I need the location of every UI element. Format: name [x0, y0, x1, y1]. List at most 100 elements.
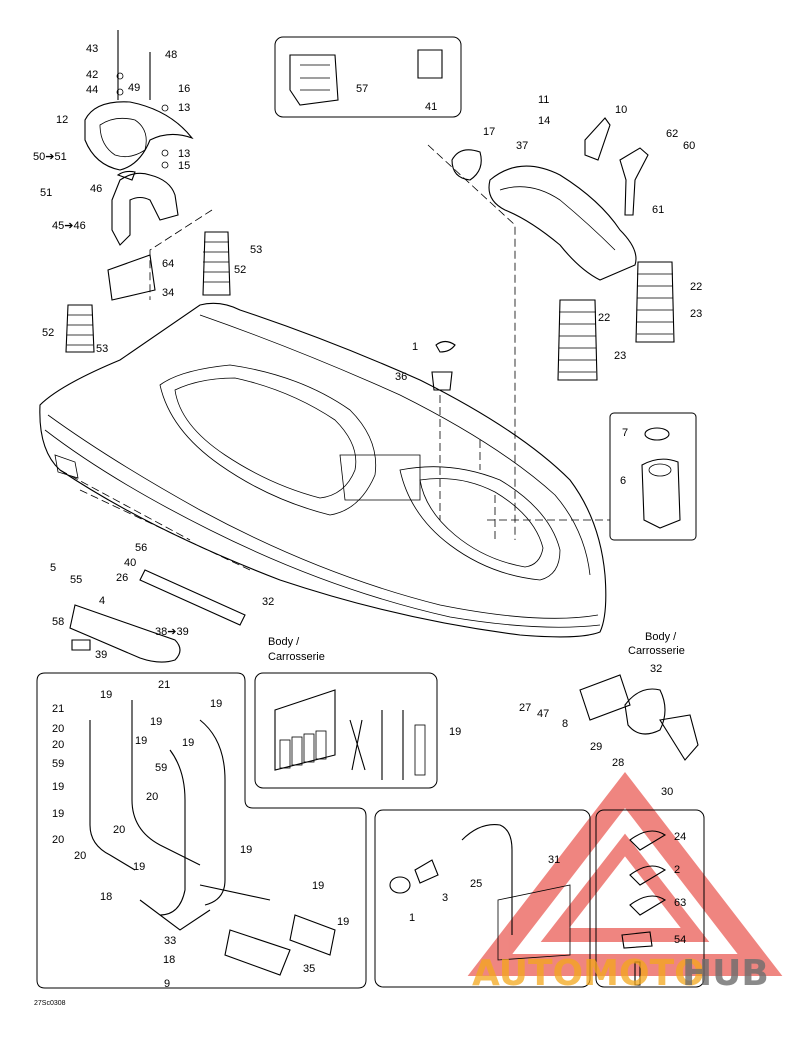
callout-32: 32	[262, 596, 274, 608]
callout-20: 20	[113, 824, 125, 836]
callout-19: 19	[100, 689, 112, 701]
callout-45-46: 45➔46	[52, 220, 86, 232]
callout-31: 31	[548, 854, 560, 866]
watermark-triangle	[467, 771, 783, 976]
callout-33: 33	[164, 935, 176, 947]
callout-19: 19	[135, 735, 147, 747]
callout-49: 49	[128, 82, 140, 94]
callout-52: 52	[234, 264, 246, 276]
callout-38-39: 38➔39	[155, 626, 189, 638]
watermark-text-right: HUB	[682, 953, 769, 994]
callout-4: 4	[99, 595, 105, 607]
callout-51: 51	[40, 187, 52, 199]
callout-2: 2	[674, 864, 680, 876]
callout-19: 19	[150, 716, 162, 728]
grab-handle	[69, 569, 246, 663]
callout-40: 40	[124, 557, 136, 569]
callout-19: 19	[52, 808, 64, 820]
callout-60: 60	[683, 140, 695, 152]
callout-7: 7	[622, 427, 628, 439]
hose-assembly	[89, 700, 336, 976]
watermark-text-left: AUTOMOTO	[472, 953, 705, 994]
callout-23: 23	[690, 308, 702, 320]
cap-box	[609, 412, 697, 541]
callout-63: 63	[674, 897, 686, 909]
callout-19: 19	[182, 737, 194, 749]
callout-55: 55	[70, 574, 82, 586]
callout-44: 44	[86, 84, 98, 96]
steering-cover	[84, 30, 194, 301]
callout-19: 19	[337, 916, 349, 928]
callout-20: 20	[146, 791, 158, 803]
callout-26: 26	[116, 572, 128, 584]
watermark	[467, 771, 783, 976]
vent-hose-box	[374, 809, 591, 988]
callout-20: 20	[74, 850, 86, 862]
callout-43: 43	[86, 43, 98, 55]
callout-21: 21	[52, 703, 64, 715]
callout-56: 56	[135, 542, 147, 554]
callout-13: 13	[178, 102, 190, 114]
callout-50-51: 50➔51	[33, 151, 67, 163]
callout-5: 5	[50, 562, 56, 574]
hose-kit-box	[36, 672, 367, 989]
bracket-box	[274, 36, 462, 118]
callout-19: 19	[133, 861, 145, 873]
callout-18: 18	[163, 954, 175, 966]
callout-25: 25	[470, 878, 482, 890]
callout-52: 52	[42, 327, 54, 339]
callout-20: 20	[52, 723, 64, 735]
callout-23: 23	[614, 350, 626, 362]
callout-17: 17	[483, 126, 495, 138]
body-label-line2: Carrosserie	[268, 651, 325, 663]
callout-47: 47	[537, 708, 549, 720]
document-code: 27Sc0308	[34, 1000, 66, 1007]
callout-14: 14	[538, 115, 550, 127]
callout-42: 42	[86, 69, 98, 81]
bellows-left	[65, 231, 231, 353]
clamp-box	[595, 809, 705, 988]
callout-46: 46	[90, 183, 102, 195]
callout-48: 48	[165, 49, 177, 61]
callout-24: 24	[674, 831, 686, 843]
callout-15: 15	[178, 160, 190, 172]
callout-12: 12	[56, 114, 68, 126]
callout-53: 53	[250, 244, 262, 256]
vent-hose	[389, 824, 571, 961]
callout-61: 61	[652, 204, 664, 216]
callout-27: 27	[519, 702, 531, 714]
callout-30: 30	[661, 786, 673, 798]
callout-57: 57	[356, 83, 368, 95]
callout-3: 3	[442, 892, 448, 904]
body-label-right-line2: Carrosserie	[628, 645, 685, 657]
callout-64: 64	[162, 258, 174, 270]
callout-53: 53	[96, 343, 108, 355]
callout-19: 19	[52, 781, 64, 793]
callout-1: 1	[412, 341, 418, 353]
callout-16: 16	[178, 83, 190, 95]
callout-29: 29	[590, 741, 602, 753]
callout-19: 19	[240, 844, 252, 856]
callout-11: 11	[538, 94, 549, 106]
callout-18: 18	[100, 891, 112, 903]
callout-59: 59	[155, 762, 167, 774]
callout-19: 19	[312, 880, 324, 892]
callout-32: 32	[650, 663, 662, 675]
callout-36: 36	[395, 371, 407, 383]
callout-19: 19	[449, 726, 461, 738]
clamp-set	[621, 830, 667, 986]
tool-kit	[274, 689, 426, 780]
callout-20: 20	[52, 739, 64, 751]
callout-10: 10	[615, 104, 627, 116]
bracket-parts	[289, 49, 443, 106]
callout-34: 34	[162, 287, 174, 299]
callout-62: 62	[666, 128, 678, 140]
callout-37: 37	[516, 140, 528, 152]
tool-kit-box	[254, 672, 438, 789]
callout-21: 21	[158, 679, 170, 691]
callout-6: 6	[620, 475, 626, 487]
callout-58: 58	[52, 616, 64, 628]
callout-8: 8	[562, 718, 568, 730]
